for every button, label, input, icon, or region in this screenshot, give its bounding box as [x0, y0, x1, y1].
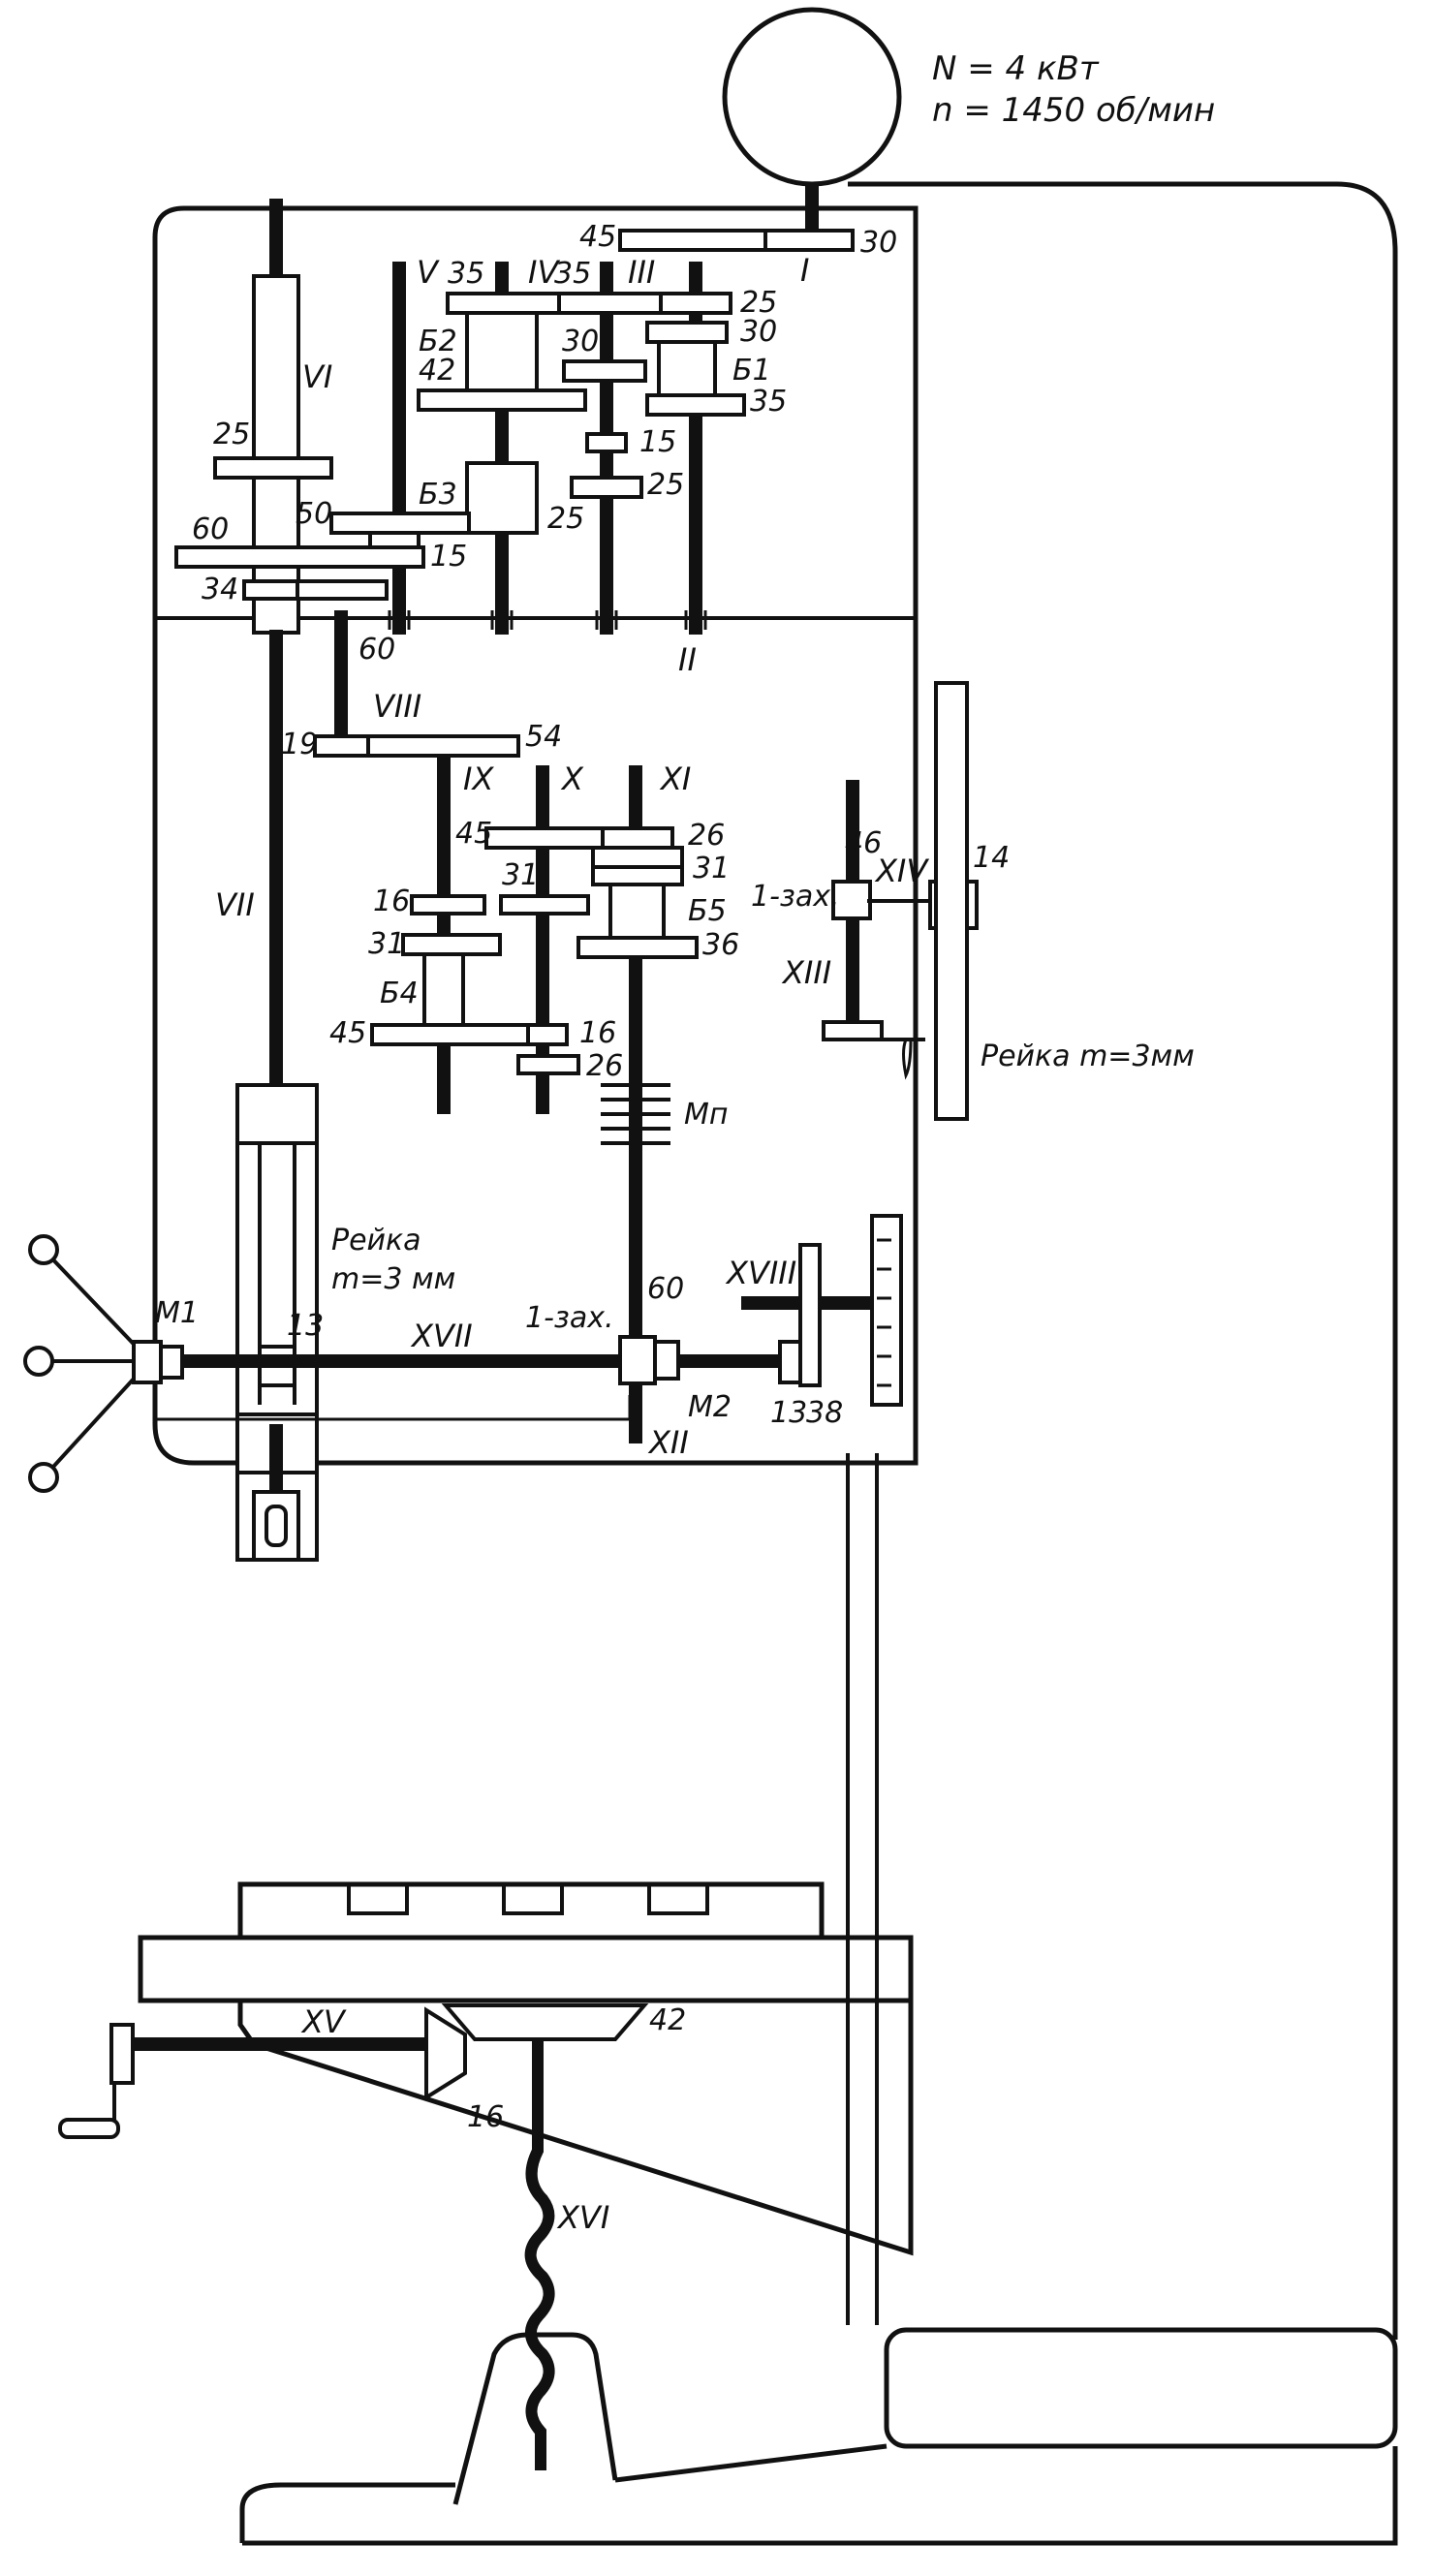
tooth-label: 35 — [750, 385, 787, 419]
tooth-label: 36 — [702, 928, 739, 962]
feed-gearbox: VII VIII IX X XI 19 54 45 26 31 31 16 31… — [215, 610, 739, 1443]
worm-xii — [618, 1335, 657, 1385]
machine-column — [846, 181, 1398, 2449]
label-shaft-iv: IV — [528, 254, 560, 291]
label-block-b2: Б2 — [419, 325, 457, 358]
label-shaft-xi: XI — [659, 760, 691, 797]
label-worm-2: 1-зах. — [751, 880, 840, 914]
label-block-b3: Б3 — [419, 478, 457, 512]
label-clutch-mp: Mп — [684, 1098, 729, 1132]
tooth-label: 31 — [693, 852, 730, 885]
table-crank-handle — [58, 2118, 120, 2139]
tooth-label: 16 — [579, 1016, 616, 1050]
tooth-label: 25 — [213, 418, 250, 451]
electric-motor: N = 4 кВт n = 1450 об/мин — [722, 7, 1215, 237]
tooth-label: 25 — [647, 468, 684, 502]
motor-power-label: N = 4 кВт — [932, 49, 1100, 88]
tooth-label: 35 — [554, 257, 591, 291]
motor-speed-label: n = 1450 об/мин — [932, 91, 1215, 130]
tooth-label: 45 — [579, 220, 616, 254]
label-clutch-m2: M2 — [688, 1390, 732, 1424]
bevel-gear-42 — [441, 2003, 649, 2041]
tooth-label: 30 — [860, 226, 897, 260]
label-block-b4: Б4 — [380, 977, 419, 1010]
gear-45-shaft-i — [618, 229, 767, 252]
spindle-quill: Рейка m=3 мм 13 — [235, 1083, 455, 1562]
tooth-label: 50 — [296, 497, 332, 531]
tooth-label: 16 — [467, 2100, 504, 2134]
label-shaft-xvi: XVI — [556, 2199, 609, 2236]
tooth-label: 15 — [430, 540, 467, 574]
tooth-label: 14 — [973, 841, 1010, 875]
lead-screw-xvi — [524, 2039, 555, 2470]
label-worm-1: 1-зах. — [525, 1301, 614, 1335]
speed-gearbox: I II III IV V VI 45 30 35 35 25 30 35 42… — [174, 199, 897, 678]
tooth-label: 15 — [639, 425, 676, 459]
clutch-m1 — [132, 1340, 163, 1384]
tooth-label: 13 — [770, 1396, 807, 1430]
label-rack-quill-module: m=3 мм — [331, 1262, 455, 1296]
tooth-label: 38 — [806, 1396, 843, 1430]
label-rack-quill-title: Рейка — [331, 1224, 421, 1257]
head-traverse: XIII XIV 1-зах. 46 14 Рейка m=3мм — [751, 681, 1195, 1121]
tooth-label: 60 — [192, 512, 229, 546]
depth-scale — [870, 1214, 903, 1407]
label-shaft-v: V — [417, 254, 440, 291]
label-shaft-xii: XII — [647, 1424, 689, 1461]
label-block-b5: Б5 — [688, 894, 727, 928]
bevel-gear-16 — [424, 2006, 467, 2101]
bearings-upper — [388, 610, 707, 630]
label-shaft-viii: VIII — [373, 688, 421, 725]
label-shaft-ix: IX — [463, 760, 494, 797]
tooth-label: 31 — [368, 927, 405, 961]
label-shaft-vii: VII — [215, 886, 255, 923]
tooth-label: 35 — [448, 257, 484, 291]
label-rack-head: Рейка m=3мм — [981, 1040, 1195, 1073]
label-shaft-xiv: XIV — [874, 853, 929, 889]
tooth-label: 54 — [525, 720, 562, 754]
tooth-label: 25 — [740, 286, 777, 320]
label-clutch-m1: M1 — [155, 1296, 199, 1330]
label-shaft-xv: XV — [300, 2003, 347, 2040]
tooth-label: 45 — [329, 1016, 366, 1050]
label-shaft-xviii: XVIII — [725, 1255, 796, 1291]
label-shaft-ii: II — [678, 641, 697, 678]
machine-base — [239, 2332, 1398, 2546]
tooth-label: 46 — [845, 826, 882, 860]
label-shaft-iii: III — [628, 254, 655, 291]
tooth-label: 13 — [287, 1309, 324, 1343]
label-shaft-xiii: XIII — [781, 954, 831, 991]
label-shaft-xvii: XVII — [410, 1318, 473, 1354]
tooth-label: 60 — [358, 633, 395, 667]
label-shaft-i: I — [800, 252, 809, 289]
tooth-label: 30 — [562, 325, 599, 358]
tooth-label: 19 — [281, 728, 318, 761]
rack-head — [934, 681, 969, 1121]
tooth-label: 16 — [373, 885, 410, 918]
label-block-b1: Б1 — [732, 354, 771, 388]
tooth-label: 30 — [740, 315, 777, 349]
tooth-label: 60 — [647, 1272, 684, 1306]
tooth-label: 26 — [688, 819, 725, 853]
tooth-label: 42 — [419, 354, 455, 388]
label-shaft-x: X — [560, 760, 584, 797]
label-shaft-vi: VI — [302, 358, 332, 395]
tooth-label: 42 — [649, 2003, 686, 2037]
spindle-tool-holder — [252, 1490, 300, 1562]
gear-30-motor — [763, 229, 855, 252]
tooth-label: 45 — [455, 817, 492, 851]
tooth-label: 26 — [586, 1049, 623, 1083]
work-table: XV XVI 42 16 — [58, 1881, 914, 2470]
tooth-label: 31 — [502, 858, 539, 892]
tooth-label: 34 — [202, 573, 238, 606]
clutch-mp — [601, 1083, 670, 1145]
tooth-label: 25 — [547, 502, 584, 536]
feed-shaft-xvii: XII XVII M1 M2 1-зах. 60 XVIII 13 38 — [23, 1214, 903, 1493]
spindle-sleeve-vi — [252, 274, 300, 598]
